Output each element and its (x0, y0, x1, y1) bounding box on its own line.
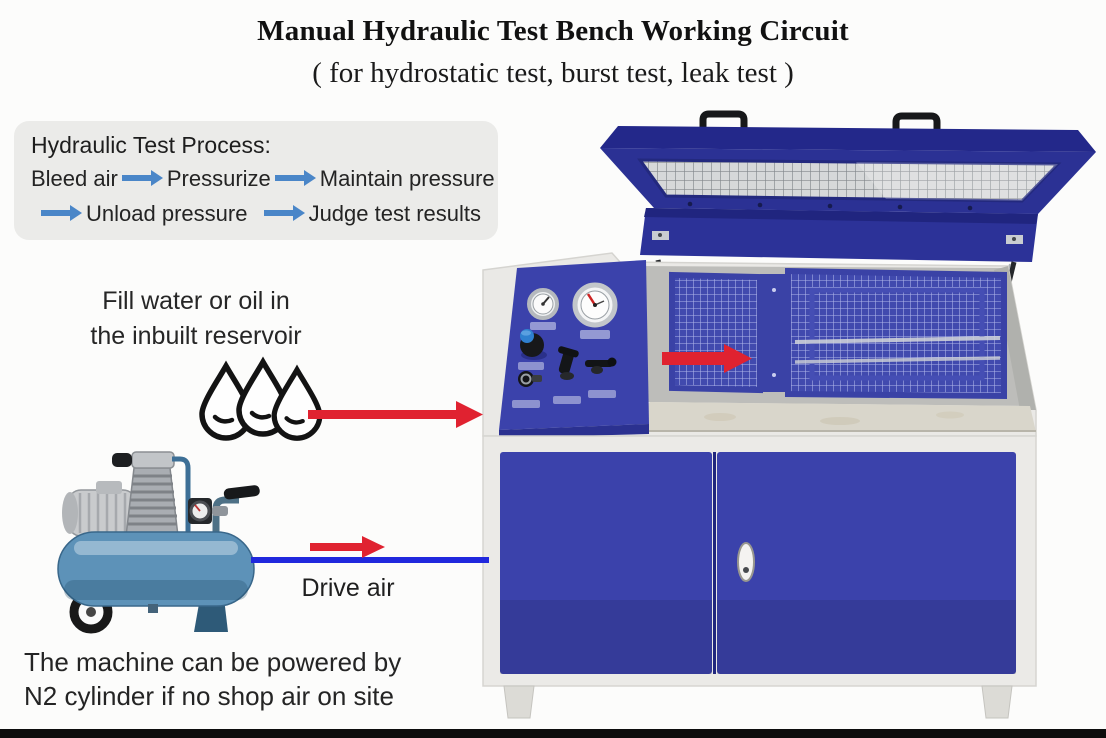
process-heading: Hydraulic Test Process: (31, 132, 271, 158)
drive-air-arrow-icon (310, 536, 385, 558)
hydraulic-test-bench-illustration (482, 110, 1096, 719)
fill-note-line1: Fill water or oil in (102, 287, 290, 315)
flow-arrow-icon (274, 170, 316, 187)
process-step: Maintain pressure (319, 166, 495, 191)
lid-handle-icon (699, 110, 941, 133)
water-drops-icon (199, 356, 323, 441)
compressor-tank (57, 531, 255, 613)
open-lid (600, 126, 1096, 262)
compressor-gauge (188, 498, 228, 524)
valve-lever (585, 357, 617, 398)
chamber-floor (622, 402, 1036, 432)
n2-power-note: The machine can be powered by N2 cylinde… (24, 646, 401, 714)
page-title: Manual Hydraulic Test Bench Working Circ… (257, 15, 849, 47)
process-step-row-2: Unload pressure Judge test results (31, 201, 498, 227)
cabinet (482, 435, 1037, 719)
page-subtitle: ( for hydrostatic test, burst test, leak… (312, 57, 794, 89)
flow-arrow-icon (41, 205, 82, 222)
lid-mesh-screen (637, 158, 1062, 203)
process-step: Bleed air (31, 166, 118, 191)
pressure-gauge-large (572, 282, 618, 339)
cabinet-door-left (500, 452, 712, 674)
compressor-pump (112, 451, 179, 537)
process-step-row-1: Bleed air Pressurize Maintain pressure (31, 166, 498, 192)
pressure-gauge-small (527, 288, 559, 330)
regulator-knob (518, 329, 547, 370)
chamber-arrow-icon (662, 344, 752, 373)
chamber-mesh-panel-right (785, 267, 1007, 400)
cabinet-door-right (717, 452, 1016, 674)
process-step: Pressurize (166, 166, 271, 191)
flow-arrow-icon (263, 205, 305, 222)
air-line (251, 557, 489, 563)
air-filter (112, 453, 132, 467)
drive-air-label: Drive air (301, 574, 395, 602)
fill-reservoir-note: Fill water or oil in the inbuilt reservo… (56, 284, 336, 354)
compressor-pipe (172, 456, 191, 533)
flow-arrow-icon (121, 170, 163, 187)
lid-hinge (652, 231, 1023, 244)
chamber-mesh-panel-left (669, 271, 763, 394)
process-step: Judge test results (308, 201, 481, 226)
machine-leg (503, 685, 535, 719)
air-compressor-illustration (57, 451, 260, 634)
fill-arrow-icon (308, 401, 483, 428)
relief-valve (512, 371, 542, 408)
machine-leg (981, 685, 1013, 719)
hydraulic-test-process-box: Hydraulic Test Process: Bleed air Pressur… (14, 121, 498, 240)
control-panel (499, 260, 649, 438)
fill-note-line2: the inbuilt reservoir (90, 322, 302, 350)
compressor-motor (62, 481, 137, 537)
chamber-divider (760, 274, 788, 392)
valve-lever (553, 346, 581, 404)
power-note-line1: The machine can be powered by (24, 647, 402, 677)
bottom-letterbox-bar (0, 729, 1106, 738)
power-note-line2: N2 cylinder if no shop air on site (24, 680, 394, 711)
process-step: Unload pressure (86, 201, 248, 226)
door-handle (737, 542, 755, 582)
